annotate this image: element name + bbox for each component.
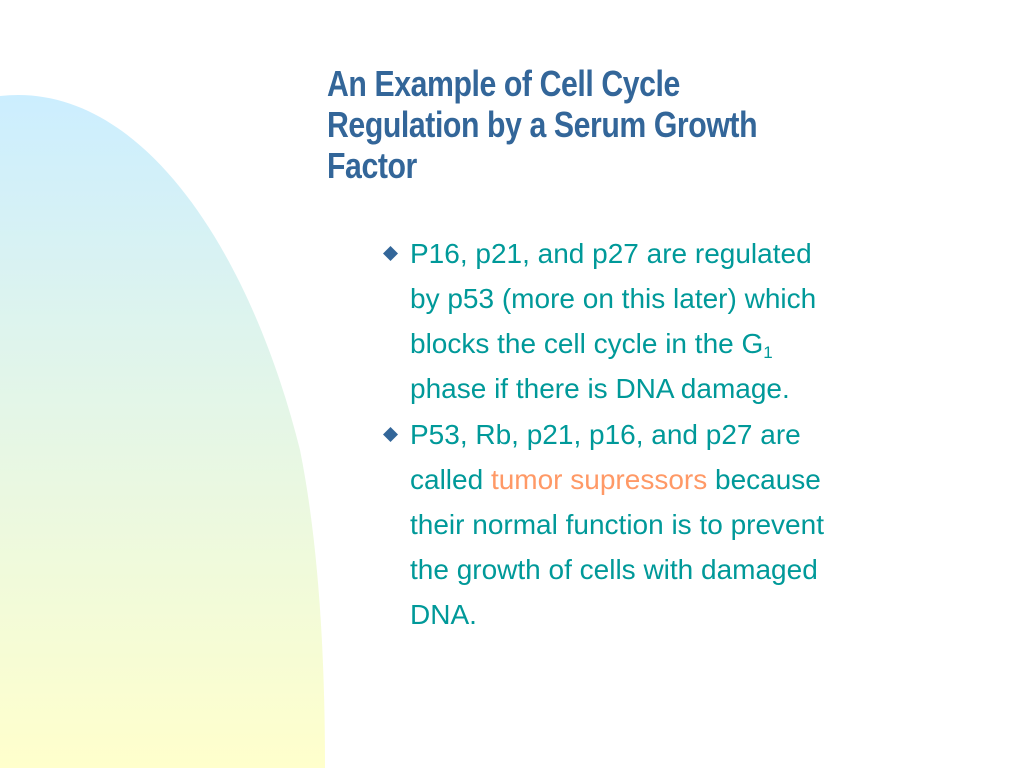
bullet-2-line-5: DNA. [410,599,477,630]
bullet-1-line-2: by p53 (more on this later) which [410,283,817,314]
slide-title: An Example of Cell Cycle Regulation by a… [327,63,881,186]
bullet-2-line-1: P53, Rb, p21, p16, and p27 are [410,419,801,450]
bullet-2-line-3: their normal function is to prevent [410,509,824,540]
diamond-bullet-icon [383,427,398,442]
bullet-item-1: P16, p21, and p27 are regulated by p53 (… [380,231,980,411]
bullet-item-2: P53, Rb, p21, p16, and p27 are called tu… [380,412,980,637]
bullet-1-line-3: blocks the cell cycle in the G1 [410,321,980,366]
diamond-bullet-icon [383,246,398,261]
title-line-1: An Example of Cell Cycle [327,63,680,104]
bullet-1-line-4: phase if there is DNA damage. [410,373,790,404]
bullet-2-line-2-pre: called [410,464,491,495]
bullet-2-line-4: the growth of cells with damaged [410,554,818,585]
title-line-2: Regulation by a Serum Growth [327,104,758,145]
bullet-2-line-2-post: because [707,464,821,495]
bullet-2-line-2: called tumor supressors because [410,457,980,502]
title-line-3: Factor [327,145,417,186]
bullet-1-line-3-text: blocks the cell cycle in the G [410,328,764,359]
bullet-list: P16, p21, and p27 are regulated by p53 (… [380,231,980,638]
bullet-1-line-1: P16, p21, and p27 are regulated [410,238,812,269]
subscript-1: 1 [763,343,773,362]
highlighted-term: tumor supressors [490,464,708,495]
